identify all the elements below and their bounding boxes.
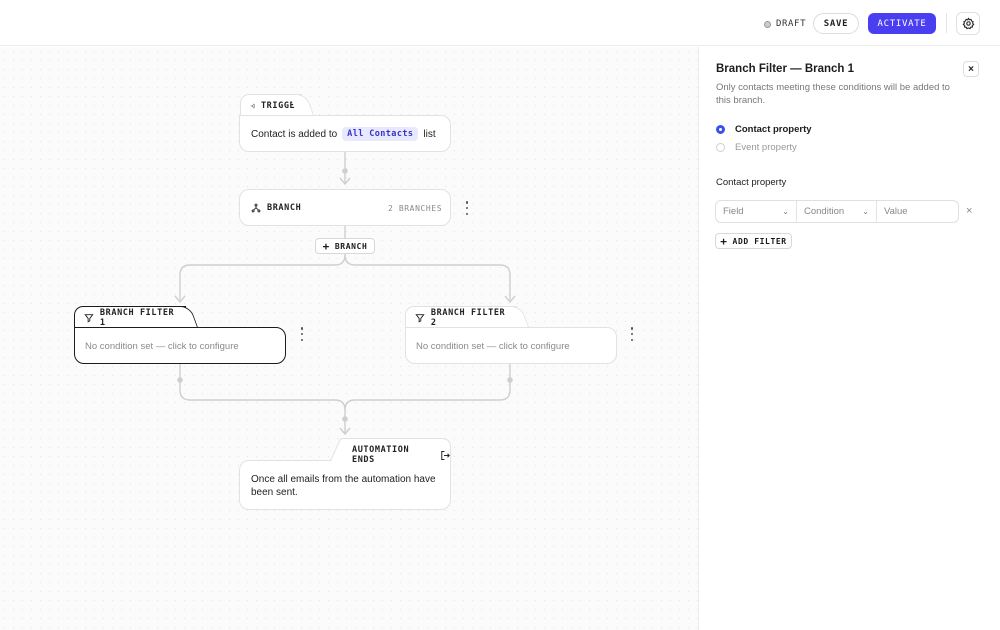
trigger-text: Contact is added to	[251, 128, 338, 140]
filter-icon	[415, 313, 425, 322]
divider	[946, 13, 947, 33]
close-icon: ×	[968, 63, 974, 75]
panel-description: Only contacts meeting these conditions w…	[716, 82, 950, 106]
condition-row: Field ⌄ Condition ⌄ Value	[715, 200, 959, 223]
add-branch-button[interactable]: + BRANCH	[315, 238, 375, 254]
branch-filter-1-node[interactable]: No condition set — click to configure	[74, 327, 286, 364]
add-filter-button[interactable]: + ADD FILTER	[715, 233, 792, 249]
add-filter-label: ADD FILTER	[732, 236, 787, 246]
panel-title: Branch Filter — Branch 1	[716, 63, 855, 75]
branch-icon	[251, 203, 261, 213]
radio-selected-icon	[716, 125, 725, 134]
connector-lines	[174, 152, 516, 436]
tab-shape	[330, 438, 451, 461]
plus-icon: +	[720, 234, 728, 248]
save-button[interactable]: SAVE	[813, 13, 859, 34]
status-dot-icon	[764, 20, 771, 28]
branch-filter-2-label: BRANCH FILTER 2	[430, 307, 506, 328]
radio-label: Event property	[735, 142, 797, 153]
automation-end-text: Once all emails from the automation have…	[251, 474, 436, 498]
branch-filter-2-tab[interactable]: BRANCH FILTER 2	[405, 306, 517, 328]
value-input[interactable]: Value	[877, 201, 958, 222]
field-select[interactable]: Field ⌄	[716, 201, 797, 222]
condition-placeholder: Condition	[804, 206, 845, 217]
branch-filter-1-label: BRANCH FILTER 1	[99, 307, 175, 328]
close-button[interactable]: ×	[963, 61, 979, 77]
filter-icon	[84, 313, 94, 322]
branch-filter-1-menu-icon[interactable]	[299, 327, 305, 341]
radio-unselected-icon	[716, 143, 725, 152]
status-label: DRAFT	[776, 19, 807, 29]
branch-label: BRANCH	[267, 203, 302, 213]
activate-button[interactable]: ACTIVATE	[868, 13, 936, 34]
radio-contact-property[interactable]: Contact property	[716, 124, 812, 135]
branch-node[interactable]: BRANCH 2 BRANCHES	[239, 189, 451, 226]
plus-icon: +	[322, 239, 330, 253]
chevron-down-icon: ⌄	[862, 207, 869, 216]
branch-filter-2-placeholder: No condition set — click to configure	[416, 341, 570, 352]
condition-select[interactable]: Condition ⌄	[797, 201, 877, 222]
branch-filter-1-tab[interactable]: BRANCH FILTER 1	[74, 306, 186, 328]
trigger-text-suffix: list	[423, 128, 436, 140]
status-badge: DRAFT	[764, 17, 806, 31]
field-placeholder: Field	[723, 206, 744, 217]
radio-label: Contact property	[735, 124, 812, 135]
list-name-pill[interactable]: All Contacts	[342, 127, 419, 141]
branch-filter-1-placeholder: No condition set — click to configure	[85, 341, 239, 352]
branch-filter-2-menu-icon[interactable]	[629, 327, 635, 341]
enter-icon	[250, 103, 255, 108]
add-branch-label: BRANCH	[334, 241, 368, 251]
branch-filter-2-node[interactable]: No condition set — click to configure	[405, 327, 617, 364]
trigger-tab[interactable]: TRIGGER	[240, 94, 302, 116]
trigger-tab-label: TRIGGER	[260, 100, 301, 111]
settings-button[interactable]	[956, 12, 980, 35]
value-placeholder: Value	[884, 206, 908, 217]
properties-panel: Branch Filter — Branch 1 × Only contacts…	[698, 47, 1000, 630]
remove-condition-icon[interactable]: ×	[966, 205, 973, 217]
branch-count: 2 BRANCHES	[388, 204, 443, 213]
trigger-node[interactable]: Contact is added to All Contacts list	[239, 115, 451, 152]
chevron-down-icon: ⌄	[782, 207, 789, 216]
automation-end-node[interactable]: Once all emails from the automation have…	[239, 460, 451, 510]
radio-event-property[interactable]: Event property	[716, 142, 797, 153]
automation-end-label: AUTOMATION ENDS	[352, 445, 410, 465]
top-bar: DRAFT SAVE ACTIVATE	[0, 0, 1000, 46]
section-label: Contact property	[716, 177, 787, 188]
exit-icon	[441, 450, 451, 460]
branch-menu-icon[interactable]	[464, 201, 470, 215]
automation-end-tab[interactable]: AUTOMATION ENDS	[330, 438, 451, 465]
gear-icon	[962, 17, 974, 30]
